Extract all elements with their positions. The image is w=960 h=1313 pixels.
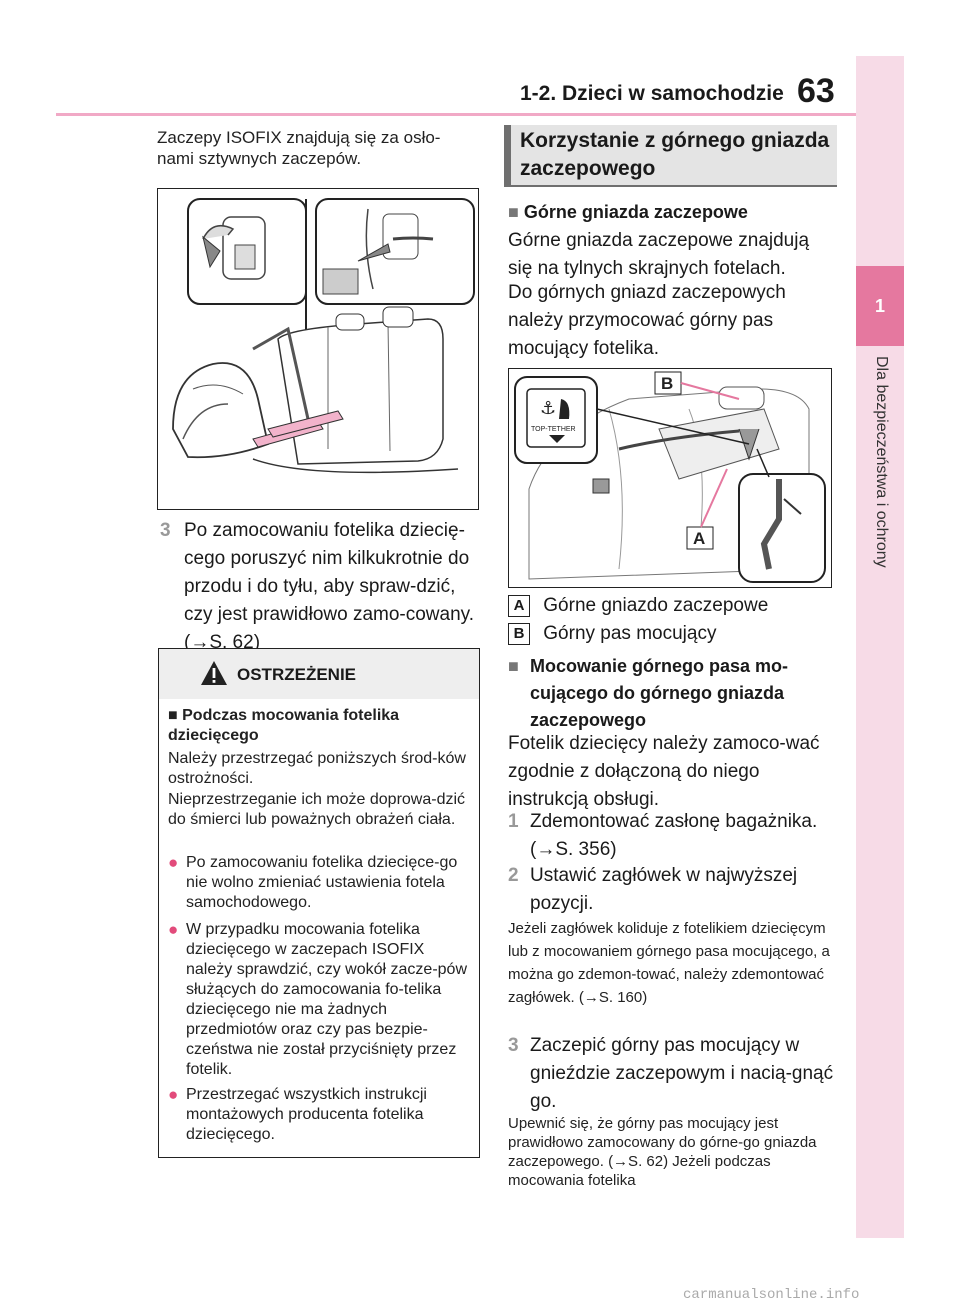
paragraph-2: Do górnych gniazd zaczepowych należy prz… — [508, 282, 786, 359]
warning-title: OSTRZEŻENIE — [237, 665, 357, 684]
warning-intro-1: Należy przestrzegać poniższych środ-ków … — [168, 750, 466, 787]
subheading-1: ■ Górne gniazda zaczepowe — [508, 202, 748, 222]
step-3: 3 Po zamocowaniu fotelika dziecię-cego p… — [160, 517, 480, 657]
page-number: 63 — [797, 72, 835, 110]
intro-text: Zaczepy ISOFIX znajdują się za osło-nami… — [157, 128, 441, 168]
step-3-number: 3 — [160, 520, 171, 541]
top-tether-text: TOP-TETHER — [531, 426, 576, 433]
header-divider — [56, 113, 856, 116]
warning-bullet-3: ●Przestrzegać wszystkich instrukcji mont… — [168, 1085, 427, 1143]
side-tab — [856, 56, 904, 1238]
figure-label-b: B — [661, 374, 673, 393]
warning-bullet-1: ●Po zamocowaniu fotelika dziecięce-go ni… — [168, 853, 458, 911]
paragraph-1: Górne gniazda zaczepowe znajdują się na … — [508, 230, 810, 279]
section-box-title: Korzystanie z górnego gniazda zaczepoweg… — [520, 129, 830, 180]
footer-watermark: carmanualsonline.info — [683, 1287, 860, 1303]
note-1: Jeżeli zagłówek koliduje z fotelikiem dz… — [508, 920, 830, 1006]
figure-label-a: A — [693, 529, 705, 548]
warning-triangle-icon — [200, 660, 228, 691]
subheading-2: ■Mocowanie górnego pasa mo-cującego do g… — [508, 656, 789, 730]
legend-a: A Górne gniazdo zaczepowe — [508, 592, 838, 620]
warning-heading: ■ Podczas mocowania fotelika dziecięcego — [168, 707, 400, 744]
top-tether-illustration: ⚓ TOP-TETHER B A — [508, 368, 832, 588]
warning-intro-2: Nieprzestrzeganie ich może doprowa-dzić … — [168, 791, 466, 828]
chapter-number: 1 — [856, 266, 904, 346]
paragraph-3: Fotelik dziecięcy należy zamoco-wać zgod… — [508, 733, 820, 810]
legend-b-key: B — [508, 622, 530, 645]
section-title: 1-2. Dzieci w samochodzie — [520, 82, 784, 105]
legend-b: B Górny pas mocujący — [508, 620, 838, 648]
step-3-text: Po zamocowaniu fotelika dziecię-cego por… — [184, 520, 475, 653]
warning-box — [158, 648, 480, 1158]
svg-text:⚓: ⚓ — [540, 398, 556, 419]
warning-bullet-2: ●W przypadku mocowania fotelika dziecięc… — [168, 920, 467, 1078]
section-box — [504, 125, 837, 187]
chapter-title: Dla bezpieczeństwa i ochrony — [873, 356, 890, 568]
isofix-illustration — [157, 188, 479, 510]
legend-a-key: A — [508, 594, 530, 617]
note-2: Upewnić się, że górny pas mocujący jest … — [508, 1115, 817, 1189]
